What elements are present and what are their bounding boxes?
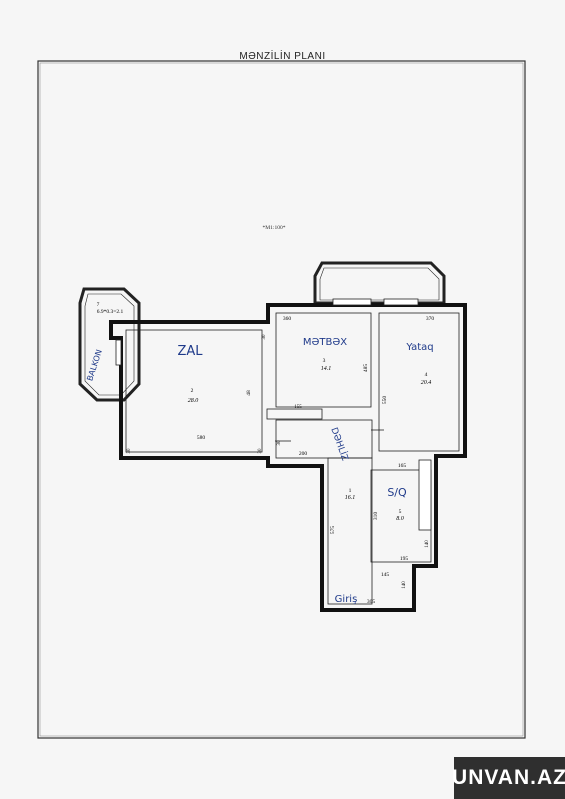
corridor-top [275,419,373,459]
zal-wall-right-dim: 30 [258,448,263,454]
zal-height-dim: 48 [246,390,252,396]
zal-label: ZAL [177,344,203,359]
scale-label: *M1:100* [263,225,286,231]
room-6-number: 7 [97,302,100,308]
watermark-logo: UNVAN.AZ [452,757,565,799]
storage-width-top-dim: 165 [398,463,407,469]
entrance-width-dim: 145 [381,572,390,578]
storage-label: S/Q [387,486,407,499]
balcony-left-label: BALKON [85,348,104,382]
bathroom-dim: 155 [294,405,302,410]
room-5-area: 8.0 [396,516,404,522]
kitchen-height-dim: 485 [363,364,369,373]
inner-frame [39,62,524,737]
balcony-top-door-1 [332,298,372,306]
corridor-label: DƏHLİZ [328,426,350,462]
balcony-top-door-2 [383,298,419,306]
room-4-area: 20.4 [421,379,432,386]
storage-height-dim: 310 [373,512,379,521]
balcony-left-door [115,339,122,366]
entrance-label: Giriş [335,594,358,605]
bedroom-room [378,312,460,452]
zal-room [125,329,263,453]
balcony-left-wall [78,287,141,402]
kitchen-label: MƏTBƏX [303,337,347,348]
bedroom-label: Yataq [405,342,433,353]
balcony-top-inner [319,267,440,301]
room-1-number: 1 [349,488,352,494]
balcony-top-wall [313,261,446,305]
corridor-height-dim: 575 [330,526,336,535]
page-title: MƏNZİLİN PLANI [239,51,326,62]
bedroom-width-dim: 370 [426,316,435,322]
storage-height-right-dim: 140 [425,540,430,548]
kitchen-room [275,312,372,408]
entrance-height-dim: 140 [402,581,407,589]
storage-window [418,459,432,531]
small-wall-dim-2: 30 [277,440,282,446]
zal-width-dim: 580 [197,435,206,441]
room-6-area: 6.9*0.3=2.1 [97,309,124,315]
room-1-area: 16.1 [345,495,356,501]
entrance-door-dim: 305 [367,599,376,605]
room-3-area: 14.1 [321,365,332,372]
room-4-number: 4 [425,372,428,378]
corridor-room [327,457,373,605]
room-2-area: 28.0 [188,398,199,404]
room-2-number: 2 [191,388,194,394]
kitchen-width-dim: 360 [283,316,292,322]
zal-wall-left-dim: 30 [127,448,132,454]
outer-frame [37,60,526,739]
bathroom-wall [266,408,323,420]
room-3-number: 3 [323,358,326,364]
small-wall-dim-1: 30 [262,334,267,340]
room-5-number: 5 [399,509,402,515]
bedroom-height-dim: 550 [382,396,388,405]
corridor-width-dim: 200 [299,451,308,457]
storage-width-bottom-dim: 195 [400,556,409,562]
